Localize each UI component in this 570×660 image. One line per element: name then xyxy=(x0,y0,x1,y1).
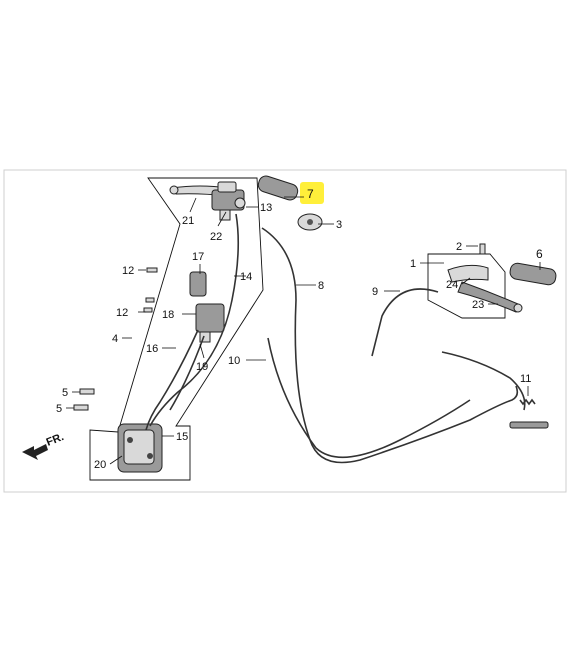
cable-end-part xyxy=(509,421,549,429)
callout-6: 6 xyxy=(536,247,543,261)
callout-5b: 5 xyxy=(56,403,62,415)
callout-18: 18 xyxy=(162,309,174,321)
callout-14: 14 xyxy=(240,271,252,283)
right-assembly-frame xyxy=(427,253,506,319)
brake-hoses xyxy=(145,213,240,431)
callout-10: 10 xyxy=(228,355,240,367)
brake-caliper-part xyxy=(117,423,163,473)
hydraulic-unit-part xyxy=(195,303,225,343)
bolts xyxy=(73,267,158,411)
forward-label: FR. xyxy=(45,431,66,449)
forward-arrow-icon xyxy=(22,444,48,460)
callout-4: 4 xyxy=(112,333,118,345)
switch-part xyxy=(189,271,207,297)
diagram-border xyxy=(3,169,567,493)
callout-15: 15 xyxy=(176,431,188,443)
callout-17: 17 xyxy=(192,251,204,263)
callout-5a: 5 xyxy=(62,387,68,399)
callout-24: 24 xyxy=(446,279,458,291)
callout-21: 21 xyxy=(182,215,194,227)
callout-9: 9 xyxy=(372,286,378,298)
left-grip-part xyxy=(509,262,557,286)
throttle-grip-part xyxy=(257,175,299,201)
callout-12b: 12 xyxy=(116,307,128,319)
callout-16: 16 xyxy=(146,343,158,355)
callout-8: 8 xyxy=(318,280,324,292)
callout-11: 11 xyxy=(520,373,531,385)
callout-7-highlight xyxy=(300,182,324,204)
spring-part xyxy=(519,398,536,406)
callout-23: 23 xyxy=(472,299,484,311)
callout-labels: 1 2 3 4 5 5 6 7 8 9 10 11 12 12 13 14 15… xyxy=(56,187,543,471)
callout-13: 13 xyxy=(260,202,272,214)
callout-3: 3 xyxy=(336,219,342,231)
callout-19: 19 xyxy=(196,361,208,373)
callout-20: 20 xyxy=(94,459,106,471)
callout-2: 2 xyxy=(456,241,462,253)
clutch-lever-part xyxy=(447,264,523,313)
screw-part xyxy=(479,243,486,255)
leader-lines xyxy=(66,196,541,465)
throttle-housing-part xyxy=(297,213,323,231)
control-cables xyxy=(261,227,526,464)
left-assembly-frame xyxy=(89,177,264,481)
callout-1: 1 xyxy=(410,258,416,270)
callout-7: 7 xyxy=(307,187,314,201)
callout-22: 22 xyxy=(210,231,222,243)
master-cylinder-part xyxy=(211,181,246,221)
callout-12a: 12 xyxy=(122,265,134,277)
